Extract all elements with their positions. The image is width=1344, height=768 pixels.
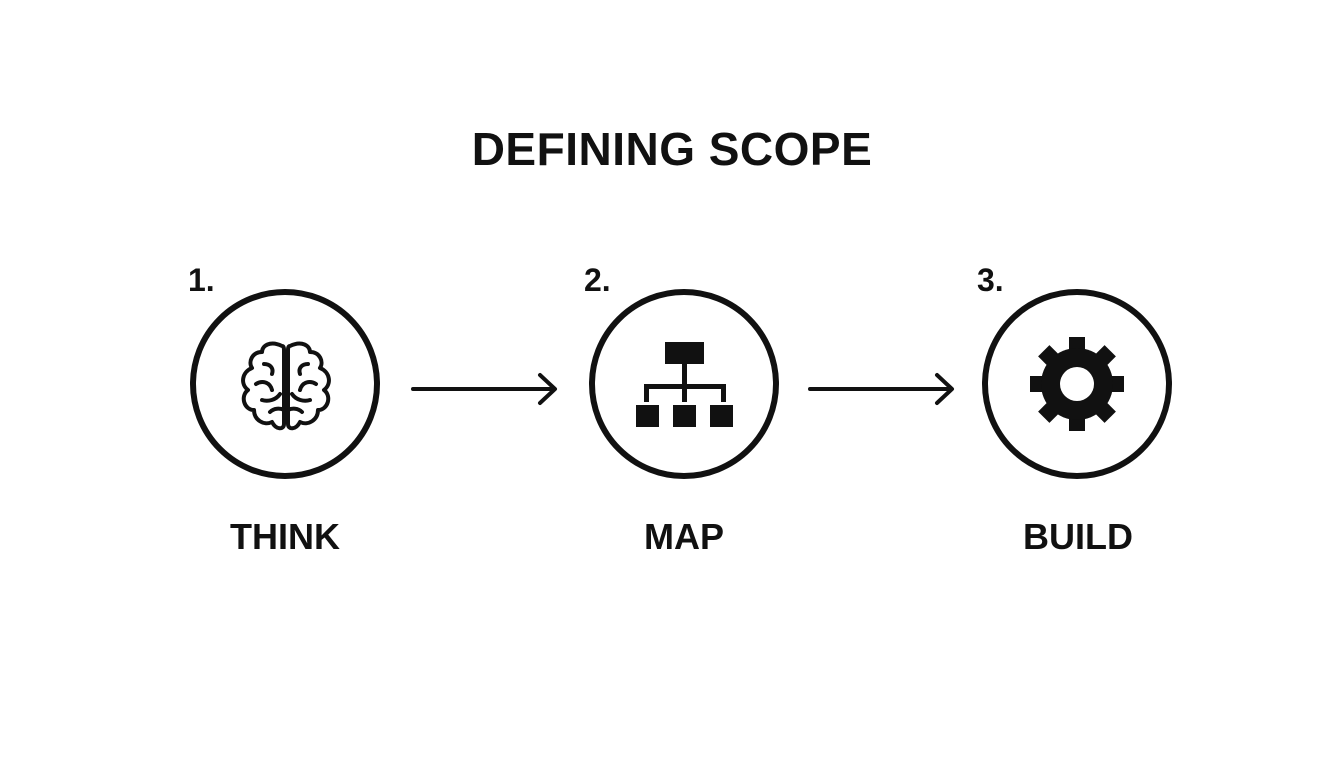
- arrow-1-icon: [411, 373, 557, 405]
- gear-icon: [1030, 337, 1124, 431]
- diagram-title: DEFINING SCOPE: [471, 123, 873, 175]
- step-2-circle: [589, 289, 779, 479]
- step-1-number: 1.: [188, 262, 215, 298]
- hierarchy-icon: [636, 342, 733, 427]
- step-1-label: THINK: [230, 516, 340, 557]
- step-3-number: 3.: [977, 262, 1004, 298]
- brain-icon: [241, 341, 331, 431]
- step-1-circle: [190, 289, 380, 479]
- step-3-label: BUILD: [1023, 516, 1133, 557]
- step-3-circle: [982, 289, 1172, 479]
- step-2-number: 2.: [584, 262, 611, 298]
- step-2-label: MAP: [644, 516, 724, 557]
- arrow-2-icon: [808, 373, 954, 405]
